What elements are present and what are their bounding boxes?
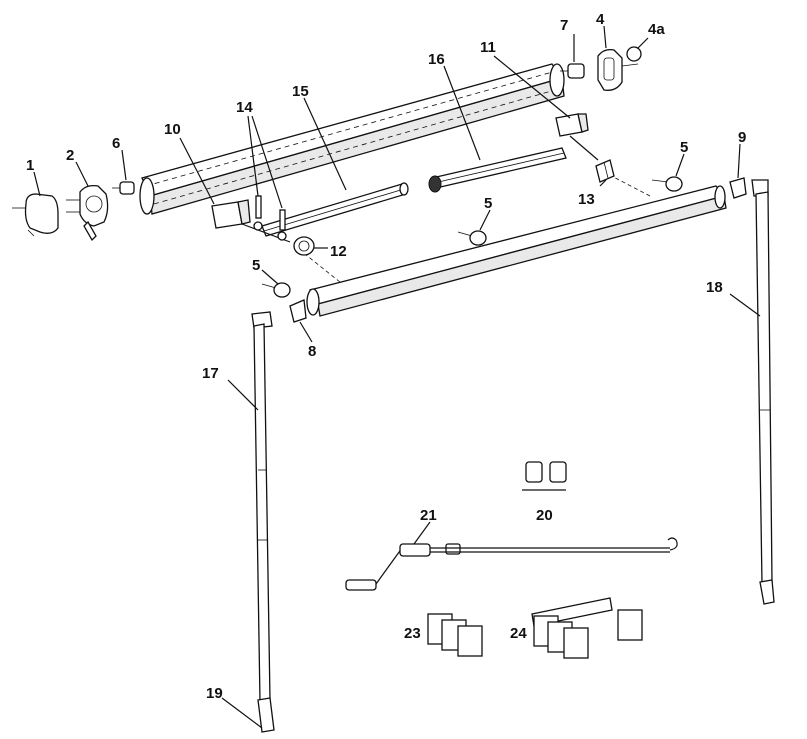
part-5-plug-center	[457, 230, 487, 246]
callout-21: 21	[420, 507, 437, 524]
callout-4a: 4a	[648, 21, 665, 38]
callout-16: 16	[428, 51, 445, 68]
callout-8: 8	[308, 343, 316, 360]
part-23-plates	[427, 613, 483, 657]
part-16-spring-tube	[428, 147, 567, 193]
callout-10: 10	[164, 121, 181, 138]
callout-24: 24	[510, 625, 527, 642]
part-14-bolts	[253, 195, 287, 241]
part-5-plug-right	[651, 176, 683, 192]
roller-tube	[139, 63, 565, 215]
callout-14: 14	[236, 99, 253, 116]
callout-17: 17	[202, 365, 219, 382]
callout-18: 18	[706, 279, 723, 296]
part-18-right-arm	[751, 179, 775, 605]
callout-13: 13	[578, 191, 595, 208]
callout-20: 20	[536, 507, 553, 524]
part-12-hub	[293, 236, 315, 256]
leader-lines	[33, 25, 761, 729]
callout-4: 4	[596, 11, 605, 28]
callout-5-left: 5	[252, 257, 260, 274]
part-13-hub	[595, 159, 615, 183]
callout-5-center: 5	[484, 195, 492, 212]
callout-23: 23	[404, 625, 421, 642]
part-10-bracket	[211, 199, 291, 243]
part-2-gear-head	[66, 184, 109, 242]
part-5-plug-left	[261, 282, 291, 298]
callout-19: 19	[206, 685, 223, 702]
callout-2: 2	[66, 147, 74, 164]
part-11-bracket	[555, 113, 599, 161]
part-6-coupler	[112, 181, 135, 195]
part-20-clips	[522, 461, 567, 491]
callout-9: 9	[738, 129, 746, 146]
part-4-end-cap	[597, 48, 639, 91]
callout-12: 12	[330, 243, 347, 260]
callout-6: 6	[112, 135, 120, 152]
callout-7: 7	[560, 17, 568, 34]
callout-labels: 1 2 6 10 14 15 16 11 7 4 4a 5 9 13 5 12 …	[26, 11, 746, 702]
part-9-bracket	[729, 177, 747, 199]
part-24-plates	[531, 597, 643, 659]
part-21-crank-handle	[345, 537, 678, 591]
callout-5-right: 5	[680, 139, 688, 156]
part-17-left-arm	[251, 311, 275, 733]
part-7-coupler	[560, 63, 585, 79]
callout-15: 15	[292, 83, 309, 100]
callout-11: 11	[480, 39, 496, 56]
part-8-bracket	[289, 299, 307, 323]
part-1-end-cap	[12, 193, 59, 237]
callout-1: 1	[26, 157, 34, 174]
lead-rail	[299, 169, 727, 317]
part-4a-knob	[626, 46, 642, 62]
